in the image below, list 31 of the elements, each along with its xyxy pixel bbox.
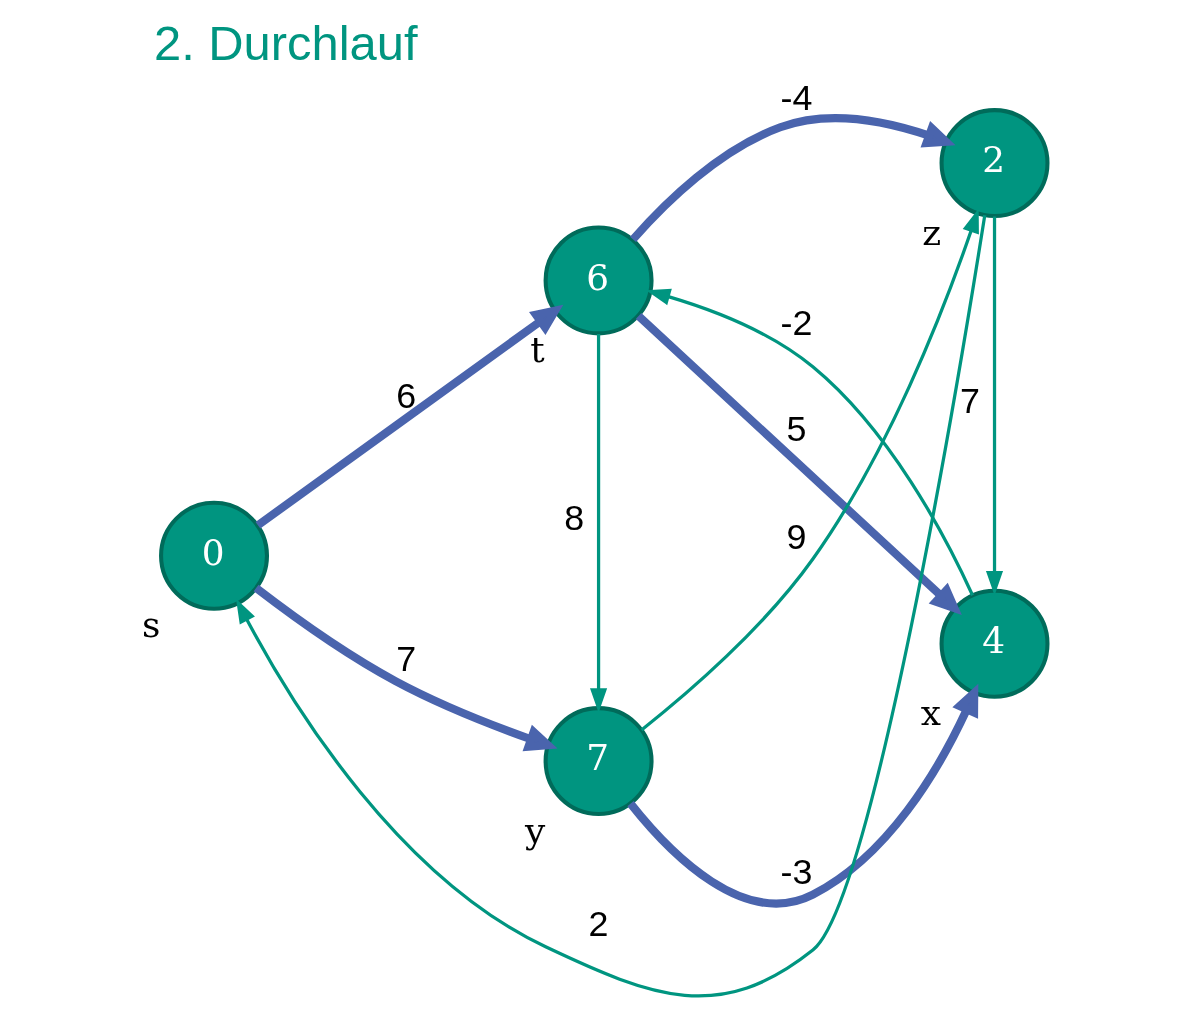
node-label: z <box>921 211 941 253</box>
node-circle: 2 <box>939 108 1049 219</box>
edge-label: 8 <box>563 497 584 538</box>
edge-label: 9 <box>786 516 807 557</box>
edge-label: -3 <box>780 852 812 893</box>
arrow <box>629 114 956 243</box>
arrow <box>640 208 979 732</box>
arrow <box>253 584 558 752</box>
node-circle: 4 <box>939 588 1049 699</box>
node-label: t <box>529 329 545 371</box>
node-label: s <box>141 604 160 646</box>
arrow <box>645 288 974 596</box>
node-label: y <box>524 809 545 851</box>
edge-label: 7 <box>395 638 416 679</box>
arrow <box>985 216 1003 596</box>
edge-label: 5 <box>786 409 807 450</box>
edge-label: 7 <box>959 380 980 421</box>
node-label: x <box>920 692 941 734</box>
arrow <box>626 683 978 908</box>
arrow <box>235 215 986 998</box>
diagram-title: 2. Durchlauf <box>153 16 417 71</box>
arrow <box>635 312 962 615</box>
node-circle: 7 <box>543 706 654 817</box>
edge-label: 6 <box>395 376 416 417</box>
arrow <box>255 304 563 529</box>
arrow <box>589 333 607 713</box>
node-circle: 6 <box>543 225 654 336</box>
edge-label: -4 <box>780 78 812 119</box>
edge-label: 2 <box>588 904 609 945</box>
node-circle: 0 <box>158 500 269 611</box>
edge-label: -2 <box>780 303 812 344</box>
